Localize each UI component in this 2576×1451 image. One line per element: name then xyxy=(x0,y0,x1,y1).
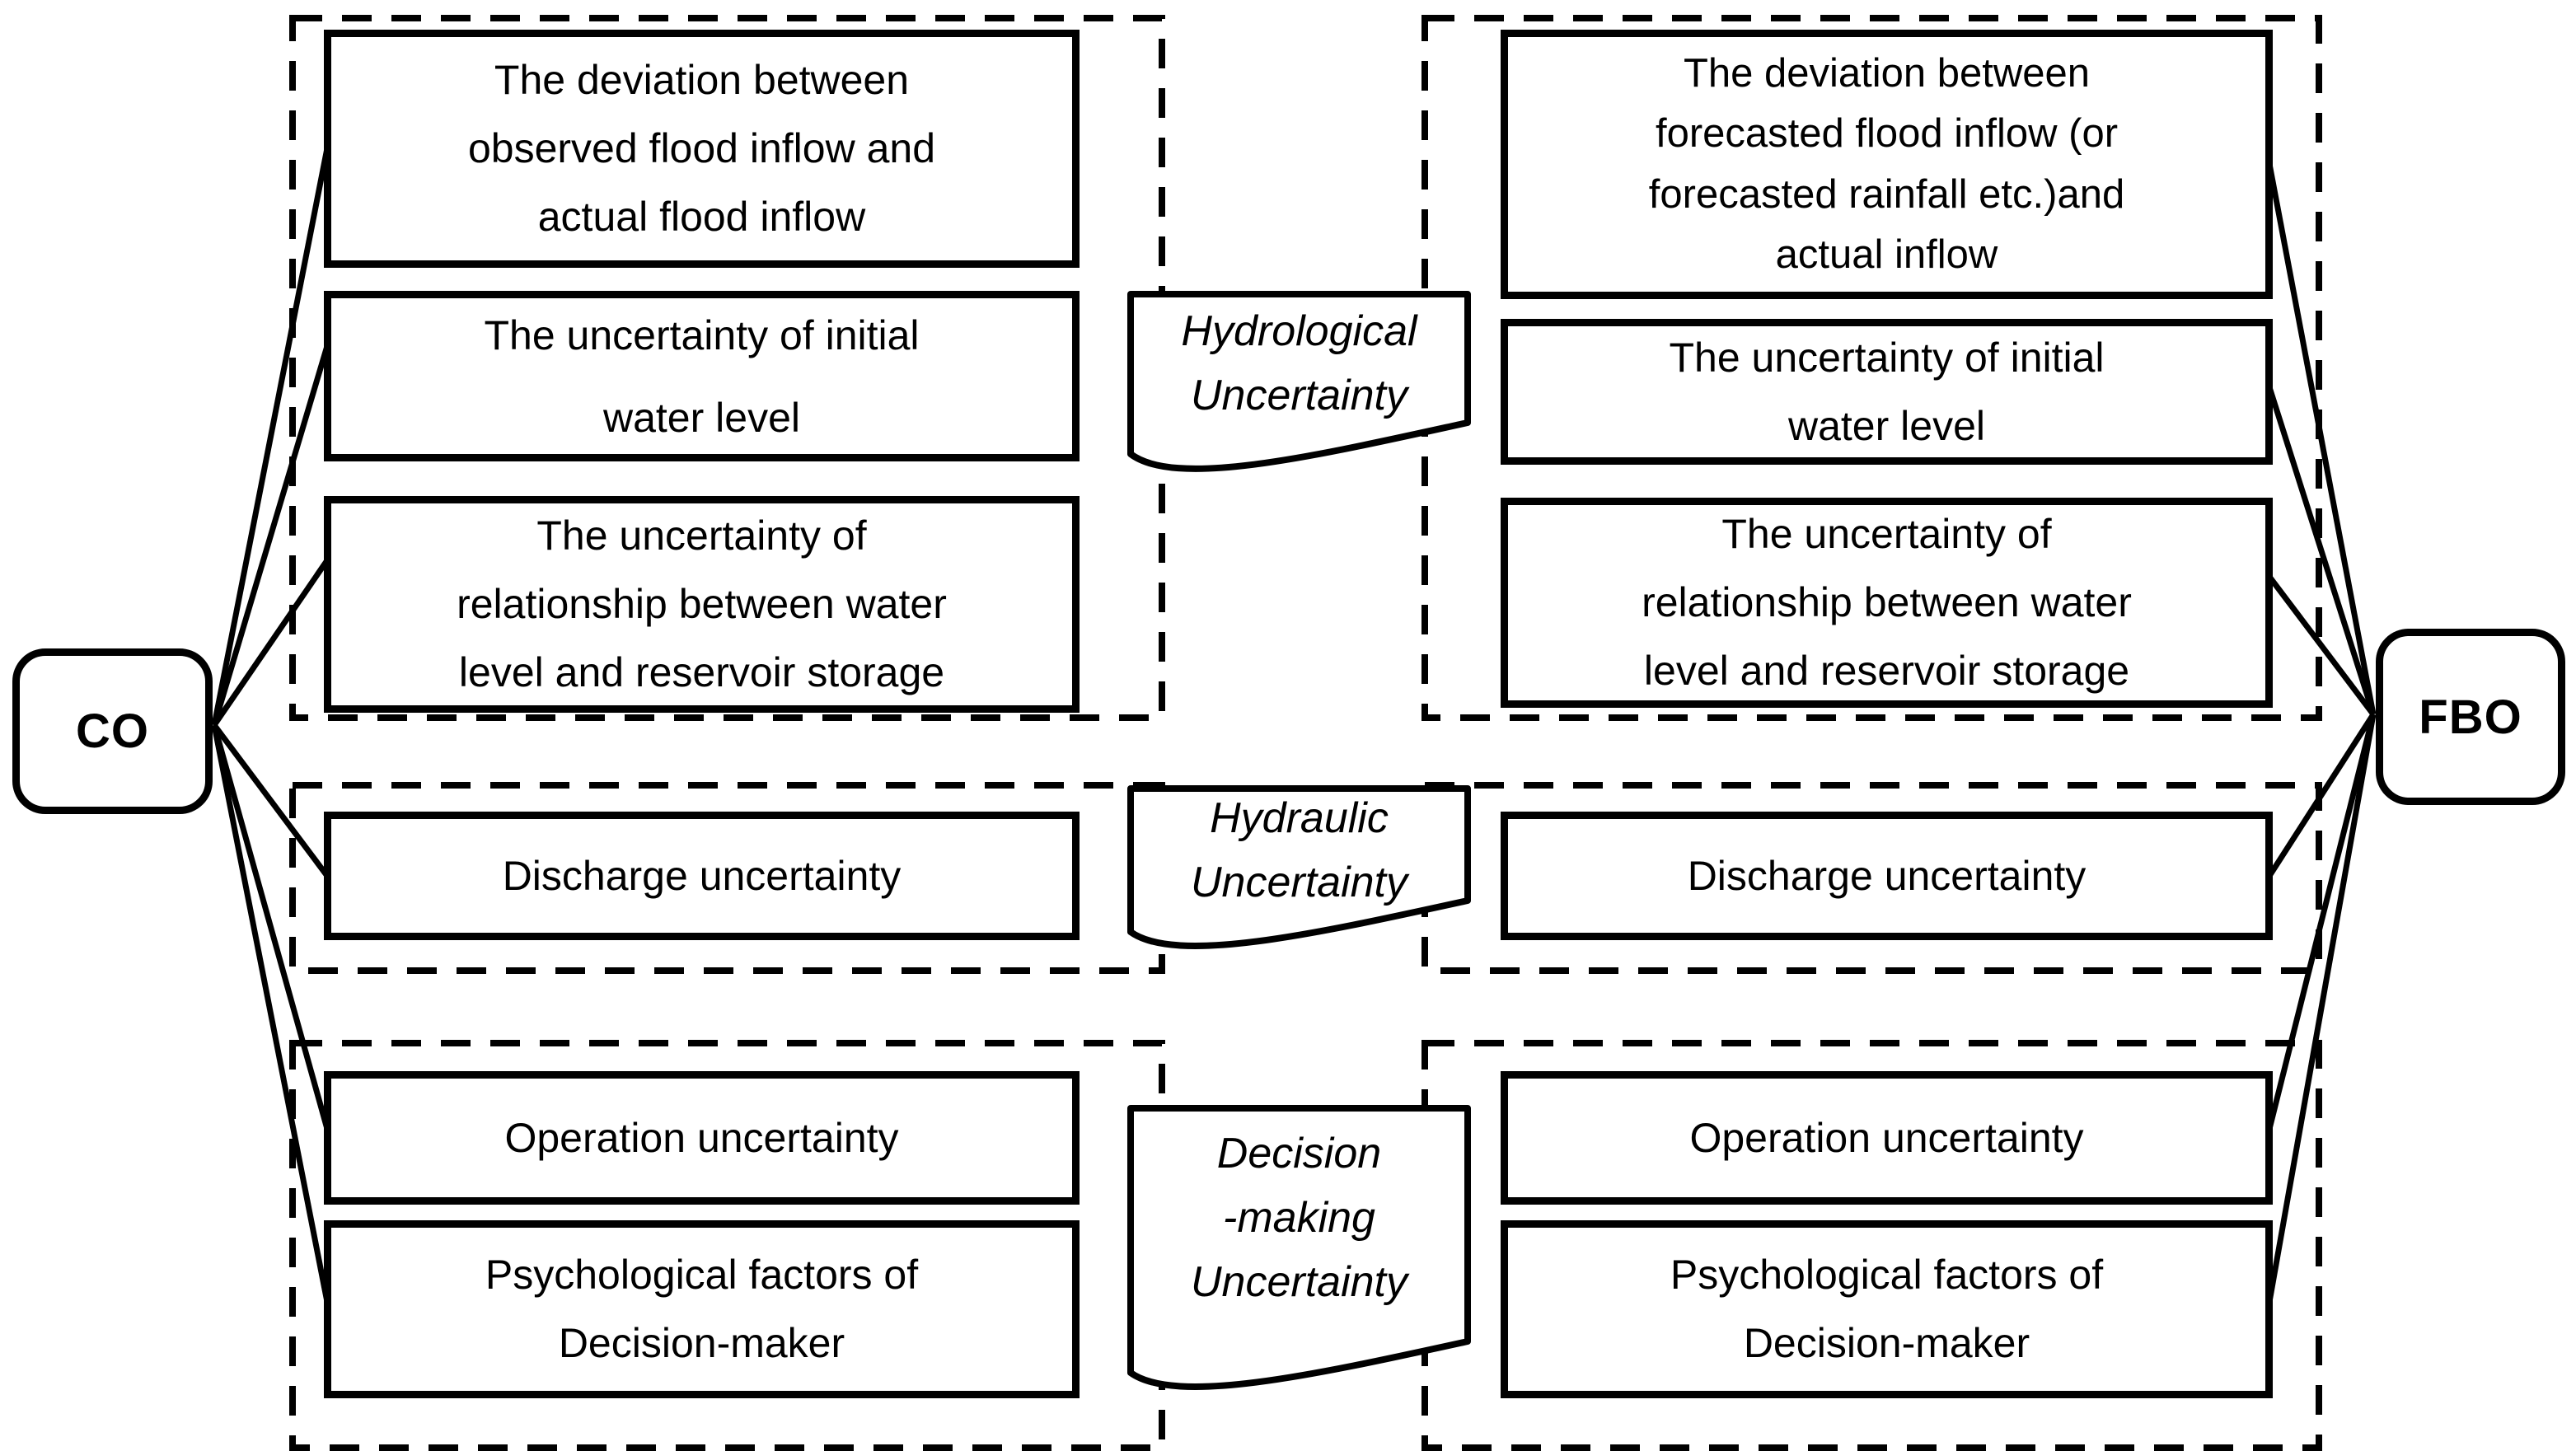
box-text: The uncertainty of relationship between … xyxy=(1642,511,2132,694)
box-text: Psychological factors of Decision-maker xyxy=(485,1252,919,1366)
fbo-line-5 xyxy=(2266,714,2377,1130)
box-text: The deviation between forecasted flood i… xyxy=(1648,50,2125,278)
group-fbo-hydraulic xyxy=(1421,782,2322,974)
fbo-line-3 xyxy=(2267,574,2376,717)
group-co-decision xyxy=(289,1040,1165,1451)
box-co-psychological: Psychological factors of Decision-maker xyxy=(324,1220,1080,1398)
co-line-1 xyxy=(211,147,330,726)
box-fbo-initial-water-level: The uncertainty of initial water level xyxy=(1501,319,2273,465)
co-node: CO xyxy=(12,648,213,814)
box-fbo-operation: Operation uncertainty xyxy=(1501,1071,2273,1205)
box-text: The deviation between observed flood inf… xyxy=(467,57,936,240)
label-text: Decision -making Uncertainty xyxy=(1191,1129,1407,1306)
fbo-line-2 xyxy=(2266,386,2377,716)
document-shape xyxy=(1127,785,1471,949)
label-text: Hydrological Uncertainty xyxy=(1181,307,1417,419)
co-line-4 xyxy=(212,723,330,878)
box-co-operation: Operation uncertainty xyxy=(324,1071,1080,1205)
box-fbo-level-storage-relationship: The uncertainty of relationship between … xyxy=(1501,498,2273,708)
box-fbo-psychological: Psychological factors of Decision-maker xyxy=(1501,1220,2273,1398)
fbo-line-6 xyxy=(2266,714,2377,1303)
co-line-3 xyxy=(212,559,330,727)
box-co-level-storage-relationship: The uncertainty of relationship between … xyxy=(324,496,1080,713)
box-text: Discharge uncertainty xyxy=(502,852,902,899)
fbo-node-label: FBO xyxy=(2419,690,2522,744)
label-hydraulic-uncertainty: Hydraulic Uncertainty xyxy=(1127,785,1471,953)
box-text: Psychological factors of Decision-maker xyxy=(1670,1252,2104,1366)
box-fbo-discharge: Discharge uncertainty xyxy=(1501,812,2273,940)
co-line-6 xyxy=(211,724,330,1303)
box-text: Operation uncertainty xyxy=(504,1114,899,1161)
co-line-2 xyxy=(211,345,330,726)
box-text: The uncertainty of initial water level xyxy=(1669,334,2105,449)
group-co-hydrological xyxy=(289,15,1165,721)
box-co-inflow-deviation: The deviation between observed flood inf… xyxy=(324,30,1080,268)
label-text: Hydraulic Uncertainty xyxy=(1191,794,1407,907)
label-hydrological-uncertainty: Hydrological Uncertainty xyxy=(1127,291,1471,476)
co-line-5 xyxy=(211,724,330,1130)
document-shape xyxy=(1127,1105,1471,1390)
box-co-initial-water-level: The uncertainty of initial water level xyxy=(324,291,1080,461)
box-fbo-inflow-deviation: The deviation between forecasted flood i… xyxy=(1501,30,2273,299)
box-text: The uncertainty of relationship between … xyxy=(457,513,947,695)
box-text: The uncertainty of initial water level xyxy=(484,311,920,441)
fbo-line-4 xyxy=(2267,713,2376,878)
box-text: Discharge uncertainty xyxy=(1687,852,2087,899)
box-text: Operation uncertainty xyxy=(1689,1114,2084,1161)
fbo-line-1 xyxy=(2266,163,2377,715)
label-decision-making-uncertainty: Decision -making Uncertainty xyxy=(1127,1105,1471,1393)
document-shape xyxy=(1127,291,1471,472)
box-co-discharge: Discharge uncertainty xyxy=(324,812,1080,940)
co-node-label: CO xyxy=(76,704,149,758)
fbo-node: FBO xyxy=(2376,629,2565,805)
